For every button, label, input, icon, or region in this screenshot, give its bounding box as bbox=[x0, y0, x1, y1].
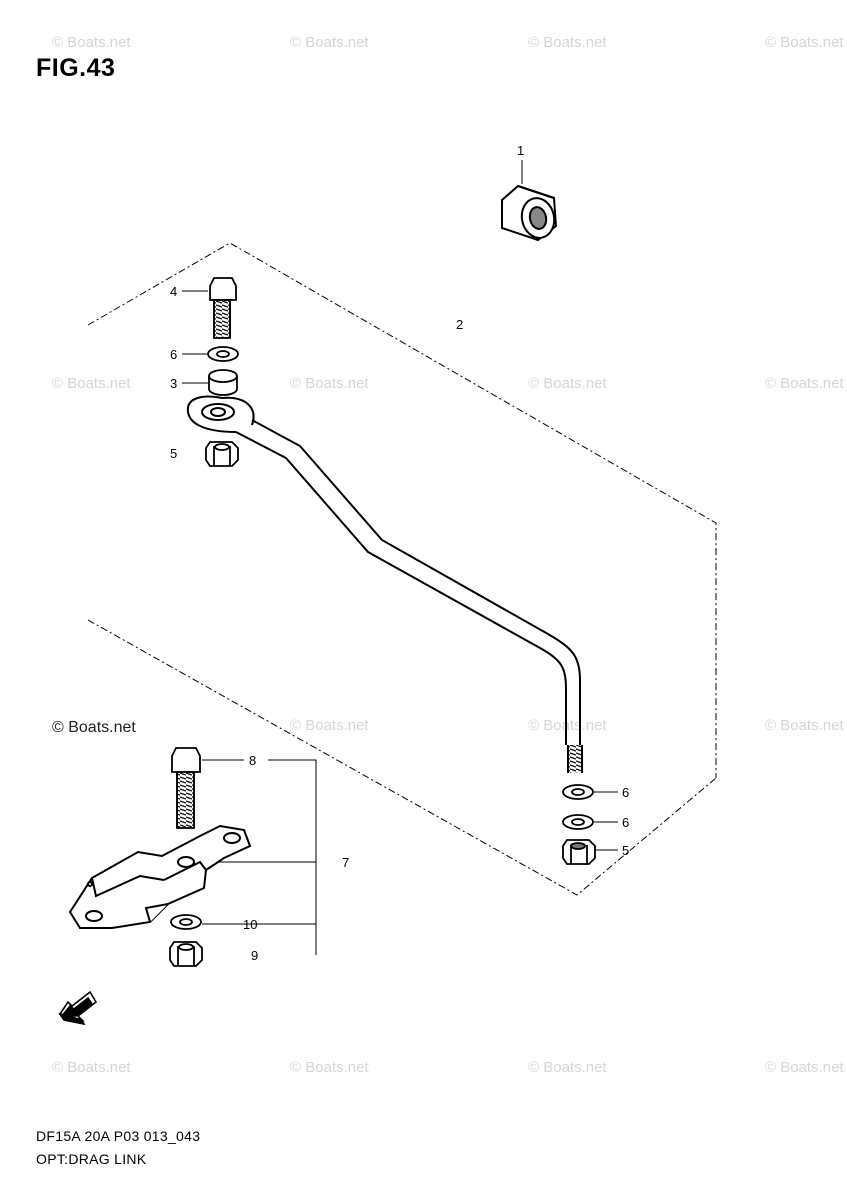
watermark: © Boats.net bbox=[528, 34, 607, 51]
figure-code: DF15A 20A P03 013_043 bbox=[36, 1128, 201, 1144]
callout-1: 1 bbox=[517, 143, 525, 158]
callout-9: 9 bbox=[251, 948, 259, 963]
watermark: © Boats.net bbox=[52, 34, 131, 51]
watermark: © Boats.net bbox=[52, 375, 131, 392]
nut-part-5-top bbox=[205, 441, 239, 467]
callout-3: 3 bbox=[170, 376, 178, 391]
bolt-part-8 bbox=[171, 747, 201, 829]
callout-6-lower-b: 6 bbox=[622, 815, 630, 830]
plate-part-7 bbox=[68, 824, 252, 929]
watermark: © Boats.net bbox=[765, 717, 844, 734]
drag-link-part-2 bbox=[186, 395, 583, 773]
watermark: © Boats.net bbox=[765, 1059, 844, 1076]
washer-part-6-lower-a bbox=[562, 784, 594, 800]
callout-4: 4 bbox=[170, 284, 178, 299]
watermark: © Boats.net bbox=[290, 375, 369, 392]
watermark: © Boats.net bbox=[290, 717, 369, 734]
kit-outline bbox=[87, 242, 717, 896]
figure-caption: OPT:DRAG LINK bbox=[36, 1151, 147, 1167]
callout-6-lower-a: 6 bbox=[622, 785, 630, 800]
watermark: © Boats.net bbox=[528, 717, 607, 734]
watermark: © Boats.net bbox=[290, 34, 369, 51]
watermark-prominent: © Boats.net bbox=[52, 719, 136, 736]
washer-part-6-lower-b bbox=[562, 814, 594, 830]
fwd-arrow-icon bbox=[58, 990, 98, 1026]
callout-5-lower: 5 bbox=[622, 843, 630, 858]
callout-2: 2 bbox=[456, 317, 464, 332]
callout-6-top: 6 bbox=[170, 347, 178, 362]
watermark: © Boats.net bbox=[52, 1059, 131, 1076]
bolt-part-4 bbox=[209, 277, 237, 339]
callout-8: 8 bbox=[249, 753, 257, 768]
washer-part-6-top bbox=[207, 346, 239, 362]
watermark: © Boats.net bbox=[765, 34, 844, 51]
callout-10: 10 bbox=[243, 917, 258, 932]
watermark: © Boats.net bbox=[290, 1059, 369, 1076]
nut-part-9 bbox=[169, 941, 203, 967]
callout-5-top: 5 bbox=[170, 446, 178, 461]
kit-bracket-7-10 bbox=[268, 759, 317, 955]
figure-title: FIG.43 bbox=[36, 54, 116, 82]
collar-part-3 bbox=[208, 369, 238, 396]
callout-7: 7 bbox=[342, 855, 350, 870]
watermark: © Boats.net bbox=[528, 1059, 607, 1076]
grommet-part-1 bbox=[501, 184, 558, 242]
washer-part-10 bbox=[170, 914, 202, 930]
watermark: © Boats.net bbox=[765, 375, 844, 392]
nut-part-5-lower bbox=[562, 839, 596, 865]
watermark: © Boats.net bbox=[528, 375, 607, 392]
